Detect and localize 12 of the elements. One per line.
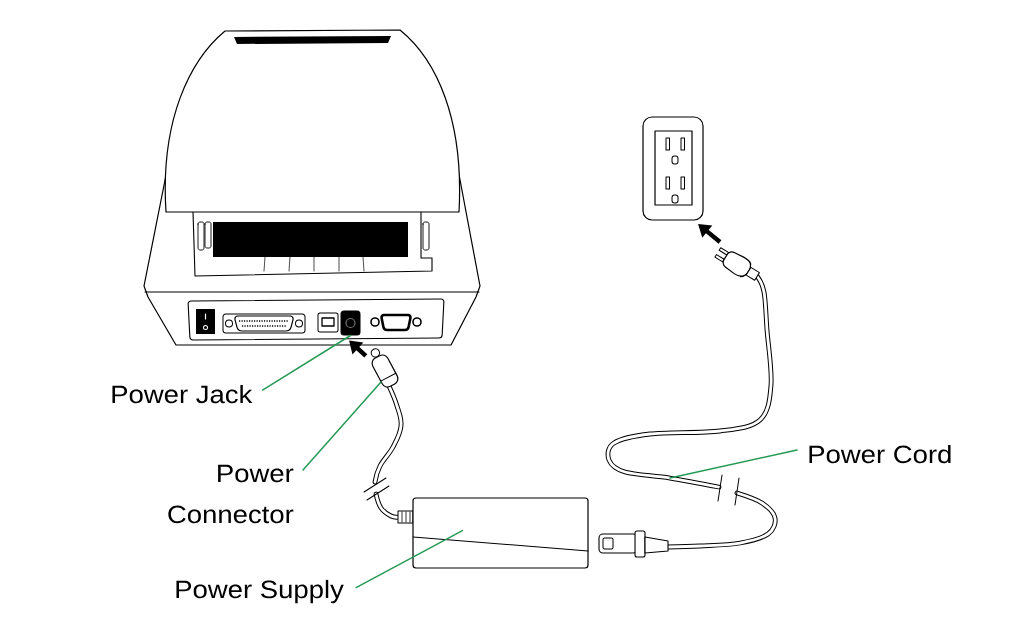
leader-line [261,334,352,391]
connector-plug [370,348,399,388]
leader-line [355,529,464,589]
leader-line [302,381,382,471]
part-label: Power Supply [176,579,344,604]
power-jack [340,310,361,336]
leader-line [669,449,798,479]
part-label: Power Connector [168,464,294,524]
power-supply-box [412,497,589,569]
part-label: Power Jack [112,384,253,404]
arrow [349,340,368,358]
part-label: Power Cord [809,444,951,464]
